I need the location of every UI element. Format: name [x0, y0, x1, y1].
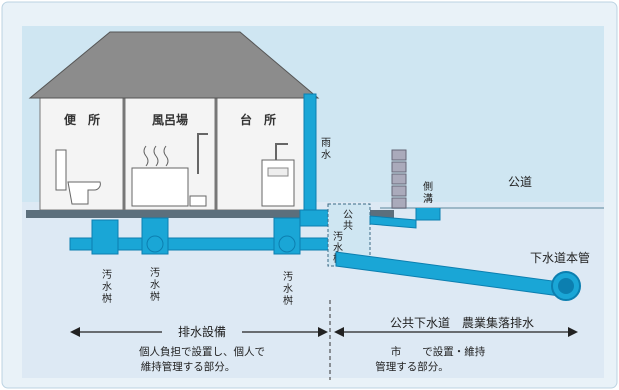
room-label-toilet: 便 所	[64, 112, 100, 127]
kitchen-sink-icon	[261, 143, 295, 207]
label-rainwater-2: 水	[321, 149, 331, 161]
label-public-masu-2: 共	[343, 220, 353, 232]
left-section-desc-2: 維持管理する部分。	[141, 360, 236, 373]
label-public-road: 公道	[508, 175, 532, 189]
room-label-kitchen: 台 所	[240, 112, 276, 127]
svg-text:水: 水	[150, 279, 160, 291]
sewage-masu	[91, 219, 119, 255]
svg-text:水: 水	[102, 281, 112, 293]
main-sewer-pipe-inner	[558, 278, 574, 294]
side-ditch	[415, 208, 441, 221]
left-section-desc-1: 個人負担で設置し、個人で	[139, 345, 265, 358]
ground-area	[22, 202, 604, 378]
masu-inlet	[146, 235, 164, 253]
label-rainwater-1: 雨	[321, 138, 331, 149]
svg-text:汚: 汚	[150, 266, 160, 279]
svg-text:汚: 汚	[283, 270, 293, 283]
arrow-head-left	[334, 327, 344, 337]
left-section-title: 排水設備	[178, 324, 226, 339]
room-label-bath: 風呂場	[152, 112, 188, 127]
ditch-connector-pipe	[369, 215, 417, 229]
bathtub-icon	[131, 133, 208, 207]
toilet-icon	[55, 149, 101, 205]
label-side-ditch-2: 溝	[423, 192, 433, 205]
svg-text:桝: 桝	[283, 294, 293, 307]
svg-text:水: 水	[283, 283, 293, 295]
fence-icon	[391, 149, 407, 209]
left-title-bg	[162, 323, 242, 339]
right-section-title: 公共下水道 農業集落排水	[390, 315, 534, 330]
label-public-masu-1: 公	[343, 210, 353, 221]
label-main-pipe: 下水道本管	[530, 250, 590, 265]
masu-label-3: 汚 水 桝	[283, 270, 293, 307]
right-title-bg	[372, 314, 552, 330]
label-public-masu-4: 水	[333, 242, 343, 254]
masu-label-2: 汚 水 桝	[150, 266, 160, 303]
arrow-head-left	[70, 327, 80, 337]
svg-text:桝: 桝	[102, 292, 112, 305]
label-side-ditch-1: 側	[423, 180, 433, 193]
rain-pipe	[303, 93, 317, 213]
masu-label-1: 汚 水 桝	[102, 268, 112, 305]
arrow-head-right	[568, 327, 578, 337]
svg-text:桝: 桝	[150, 290, 160, 303]
house-roof	[28, 31, 320, 99]
masu-inlet	[278, 235, 296, 253]
right-section-desc-2: 管理する部分。	[375, 360, 449, 373]
svg-text:汚: 汚	[102, 268, 112, 281]
floor-slab	[26, 210, 394, 218]
label-public-masu-3: 汚	[333, 230, 343, 243]
right-section-desc-1: 市 で設置・維持	[391, 345, 486, 358]
arrow-head-right	[318, 327, 328, 337]
